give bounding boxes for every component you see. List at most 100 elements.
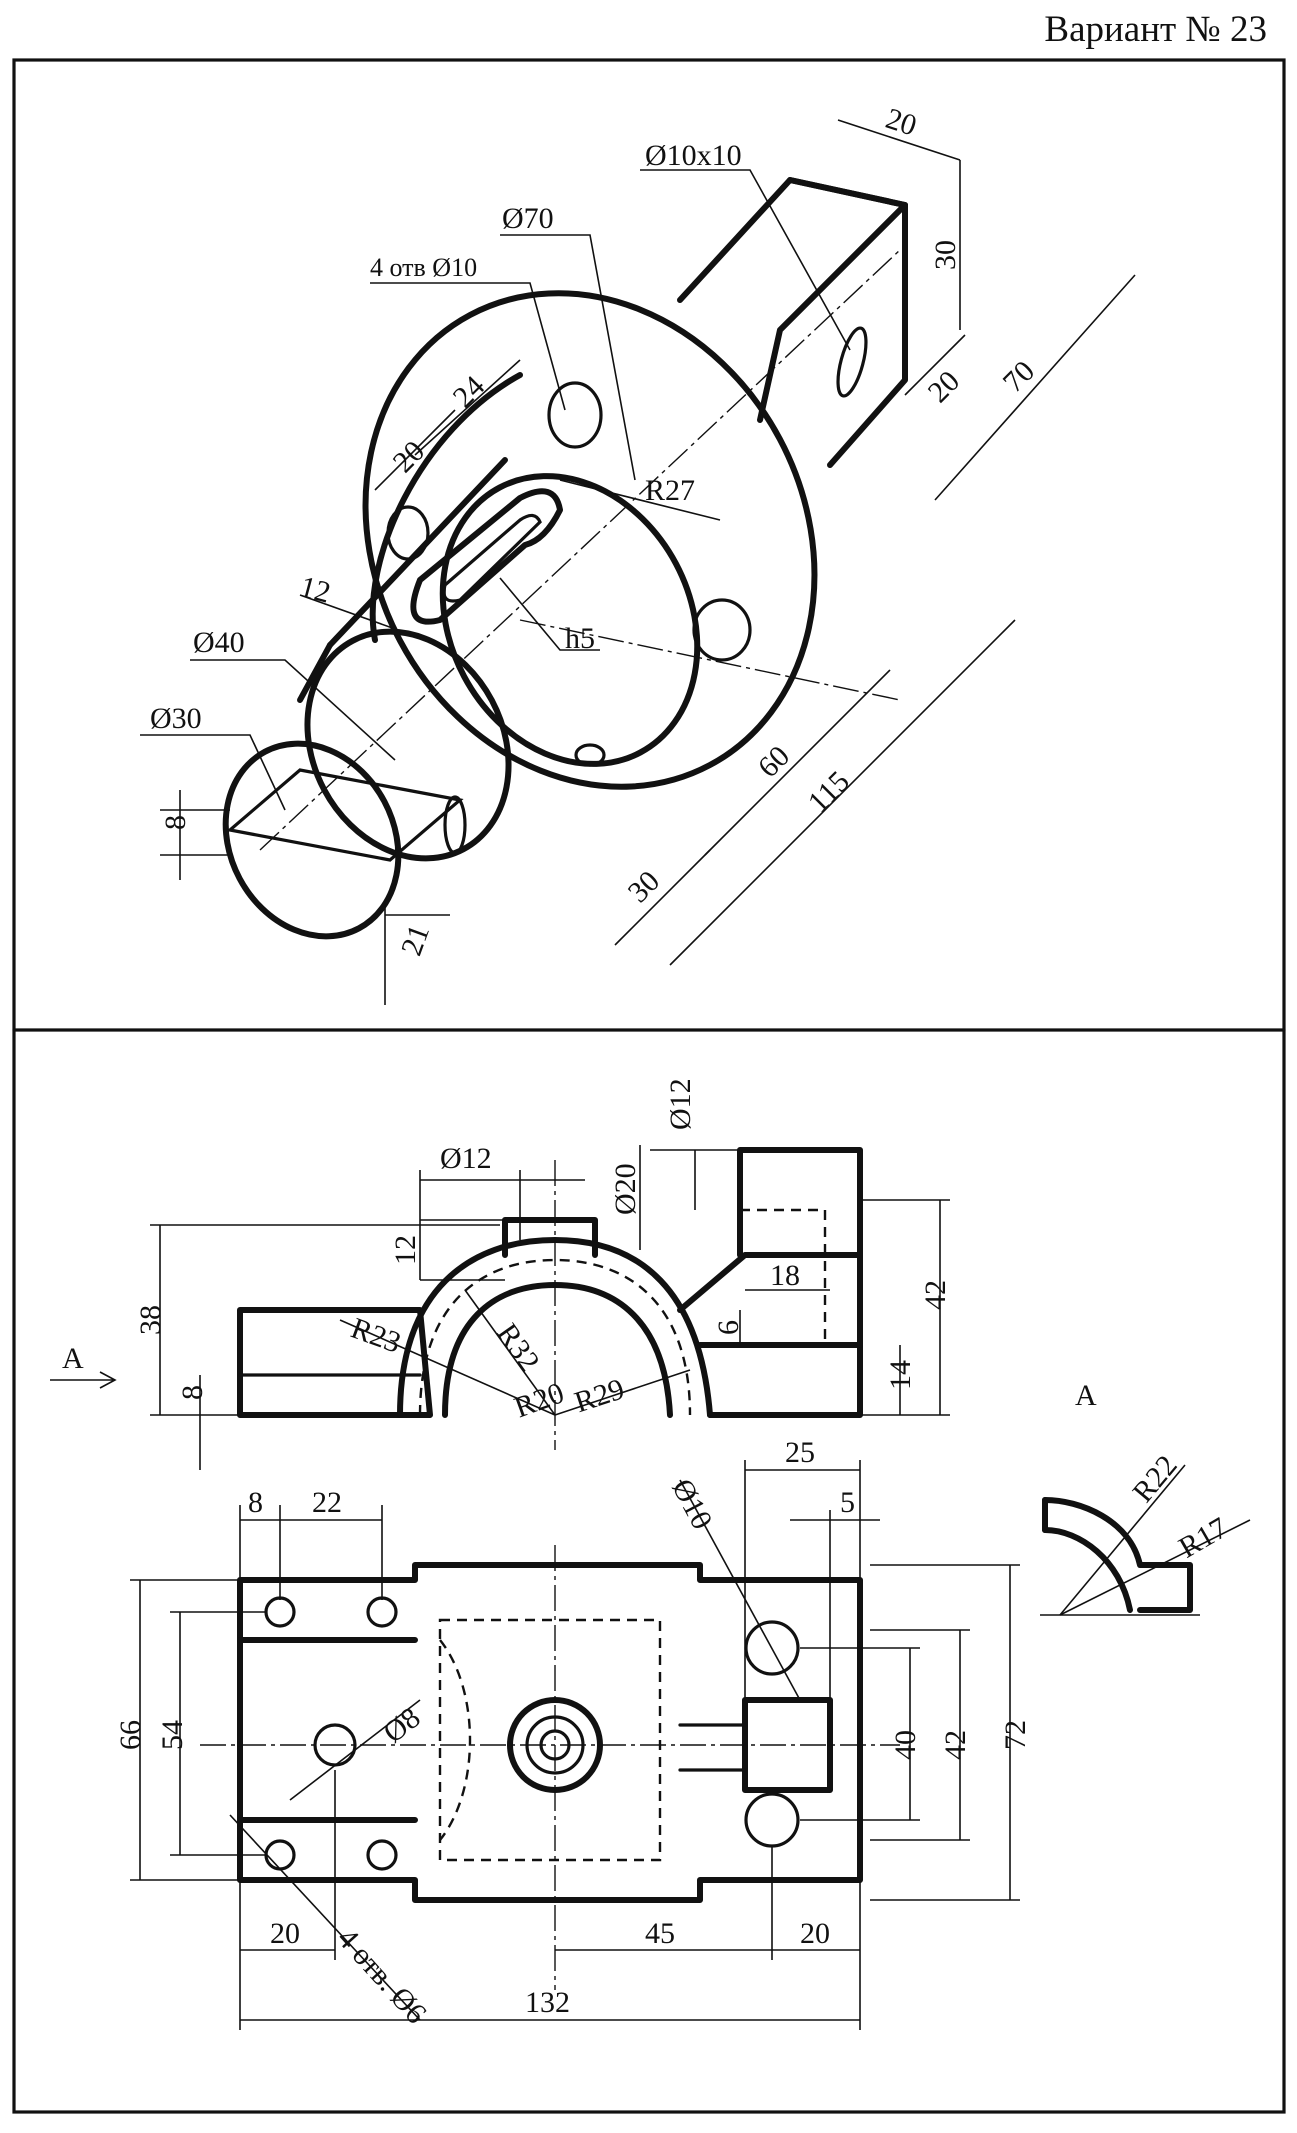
label-holes4: 4 отв Ø10 — [370, 253, 477, 282]
leader-d30 — [140, 734, 286, 811]
label-front-d20v: Ø20 — [609, 1163, 642, 1215]
label-front-h8: 8 — [176, 1385, 209, 1400]
iso-axis-cross — [519, 619, 901, 701]
square-shank-top-edge — [787, 177, 908, 208]
label-plan-d8: Ø8 — [377, 1701, 426, 1750]
shaft-flat-edge — [443, 795, 467, 855]
label-plan-holes4: 4 отв. Ø6 — [331, 1922, 433, 2030]
dim-20 — [374, 409, 456, 491]
label-d40: Ø40 — [193, 626, 245, 659]
hub-top-line — [327, 457, 508, 648]
label-front-h42: 42 — [919, 1280, 952, 1310]
leader-plan-holes4 — [229, 1814, 421, 2021]
dim-l60 — [704, 669, 891, 856]
dim-24 — [414, 359, 521, 456]
dim-l30 — [614, 849, 711, 946]
label-front-d12v: Ø12 — [664, 1078, 697, 1130]
label-front-h6: 6 — [712, 1320, 745, 1335]
label-front-h38: 38 — [134, 1305, 167, 1335]
square-shank-outline — [677, 177, 908, 468]
plan-hole-bl — [264, 1839, 296, 1871]
label-plan-h42: 42 — [939, 1730, 972, 1760]
variant-title: Вариант № 23 — [1044, 9, 1267, 50]
label-plan-w25: 25 — [785, 1436, 815, 1469]
front-view: Ø12 Ø12 Ø20 12 38 8 R23 R32 R20 R29 18 6… — [50, 1078, 952, 1470]
dim-plan-w8-w22 — [239, 1505, 383, 1600]
dim-front-h42 — [860, 1199, 950, 1416]
front-arch-hidden — [418, 1258, 692, 1416]
step-d40-edge — [297, 642, 333, 703]
label-r17: R17 — [1173, 1511, 1233, 1565]
leader-d40 — [190, 659, 396, 761]
leader-plan-d10 — [679, 1479, 801, 1701]
dim-w20-top — [837, 119, 961, 161]
dim-l115 — [669, 619, 1016, 966]
label-plan-w5: 5 — [840, 1486, 855, 1519]
label-front-h12: 12 — [389, 1235, 422, 1265]
flange-hole-right — [692, 598, 752, 662]
plan-rib-lines — [678, 1723, 747, 1772]
label-r23: R23 — [347, 1312, 405, 1360]
view-arrow-a — [50, 1371, 117, 1389]
dim-front-h8 — [150, 1375, 240, 1470]
leader-r32 — [464, 1289, 556, 1416]
leader-r22 — [1059, 1464, 1186, 1616]
label-21: 21 — [395, 920, 436, 959]
front-boss — [737, 1147, 863, 1348]
dim-plan-w20-left — [239, 1770, 336, 2030]
leader-holes4 — [370, 282, 566, 411]
dim-w20-side — [904, 334, 966, 396]
label-plan-d10: Ø10 — [665, 1474, 718, 1535]
dim-plan-h66 — [130, 1579, 240, 1881]
label-r29: R29 — [571, 1372, 629, 1419]
isometric-view: Ø10x10 20 30 20 70 Ø70 4 отв Ø10 24 20 R… — [140, 102, 1136, 1005]
iso-axis — [259, 249, 901, 851]
section-a: A R22 R17 — [1040, 1379, 1251, 1616]
dim-plan-h42 — [870, 1629, 970, 1841]
label-l60: 60 — [752, 740, 797, 785]
plan-ears — [237, 1637, 418, 1823]
keyway-slot — [410, 488, 563, 625]
section-a-title: A — [1075, 1379, 1097, 1412]
dim-front-h38 — [150, 1224, 500, 1415]
plan-hole-d10-bottom — [744, 1792, 800, 1848]
leader-r23 — [339, 1319, 556, 1416]
dim-plan-h72 — [870, 1564, 1020, 1901]
flange-rim — [369, 372, 523, 643]
square-shank-front-edge — [757, 202, 908, 423]
label-h5: h5 — [565, 622, 595, 655]
label-r22: R22 — [1126, 1449, 1183, 1509]
label-l30: 30 — [622, 865, 667, 910]
label-plan-w22: 22 — [312, 1486, 342, 1519]
drawing-frame — [12, 58, 1286, 2114]
dim-21 — [384, 900, 450, 1005]
dim-plan-w45 — [555, 1845, 773, 1960]
plan-hole-d10-top — [744, 1620, 800, 1676]
leader-r29 — [554, 1369, 691, 1416]
label-l70: 70 — [997, 355, 1042, 400]
plan-hidden-arc — [439, 1639, 472, 1841]
front-top-boss — [502, 1217, 598, 1258]
plan-hole-tl — [264, 1596, 296, 1628]
shaft-d30-end — [222, 740, 402, 940]
label-plan-w132: 132 — [525, 1986, 570, 2019]
leader-r27 — [559, 479, 721, 521]
plan-rib-block — [742, 1697, 833, 1793]
label-r27: R27 — [645, 474, 695, 507]
dim-l70 — [934, 274, 1136, 501]
plan-hole-br — [366, 1839, 398, 1871]
leader-h5 — [499, 577, 600, 651]
label-plan-h40: 40 — [889, 1730, 922, 1760]
label-plan-h66: 66 — [114, 1720, 147, 1750]
leader-d10x10 — [640, 169, 851, 351]
label-plan-w20-right: 20 — [800, 1917, 830, 1950]
label-d70: Ø70 — [502, 202, 554, 235]
keyway-inner — [442, 513, 542, 603]
section-a-arc-outer — [1042, 1497, 1193, 1613]
dim-8 — [160, 790, 230, 880]
dim-plan-w20-right — [772, 1880, 861, 2030]
leader-d70 — [500, 234, 636, 481]
dim-plan-w5 — [790, 1510, 880, 1700]
dim-front-h12 — [420, 1219, 505, 1281]
